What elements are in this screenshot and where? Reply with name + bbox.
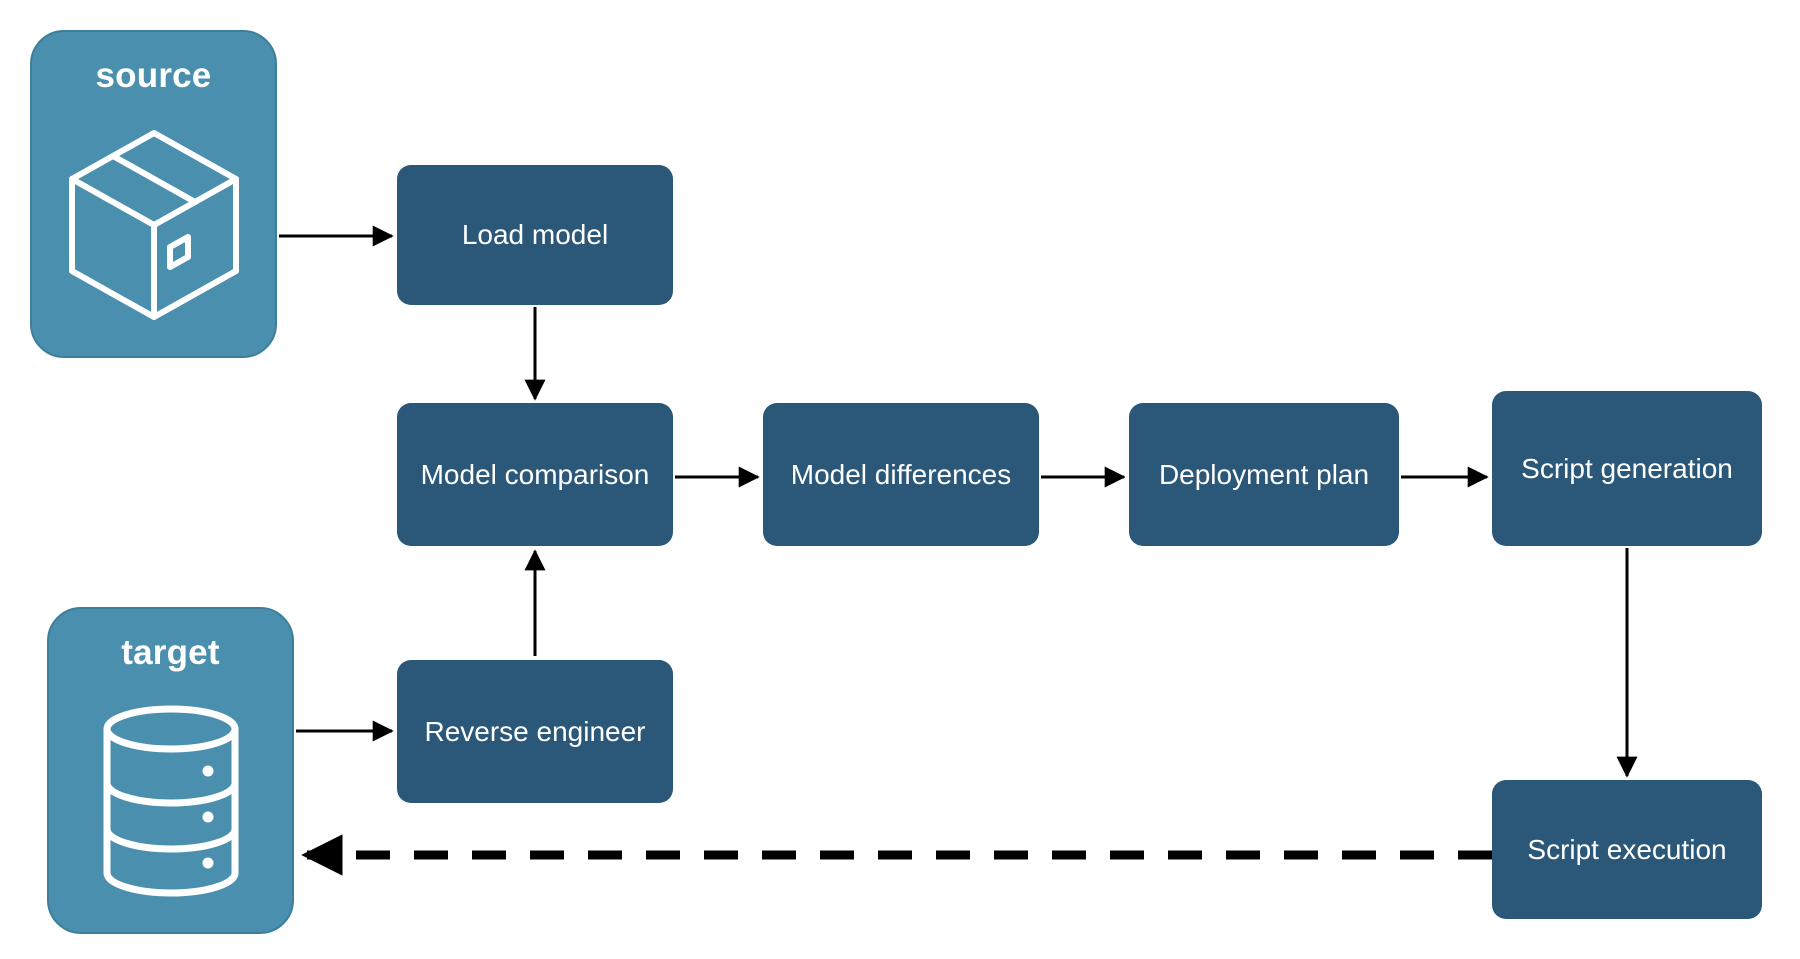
package-box-icon [32, 93, 275, 356]
process-script-execution[interactable]: Script execution [1492, 780, 1762, 919]
process-reverse-engineer[interactable]: Reverse engineer [397, 660, 673, 803]
endpoint-source-label: source [95, 56, 212, 95]
database-cylinder-icon [49, 670, 292, 932]
process-load-model-label: Load model [461, 219, 609, 251]
process-script-generation-label: Script generation [1521, 452, 1733, 484]
endpoint-source[interactable]: source [30, 30, 277, 358]
process-load-model[interactable]: Load model [397, 165, 673, 305]
process-deployment-plan-label: Deployment plan [1158, 458, 1370, 490]
endpoint-target-label: target [121, 633, 220, 672]
process-script-generation[interactable]: Script generation [1492, 391, 1762, 546]
endpoint-target[interactable]: target [47, 607, 294, 934]
process-deployment-plan[interactable]: Deployment plan [1129, 403, 1399, 546]
process-model-comparison[interactable]: Model comparison [397, 403, 673, 546]
process-model-comparison-label: Model comparison [420, 458, 650, 490]
process-model-differences-label: Model differences [790, 458, 1012, 490]
process-model-differences[interactable]: Model differences [763, 403, 1039, 546]
process-reverse-engineer-label: Reverse engineer [424, 715, 646, 747]
process-script-execution-label: Script execution [1527, 833, 1727, 865]
